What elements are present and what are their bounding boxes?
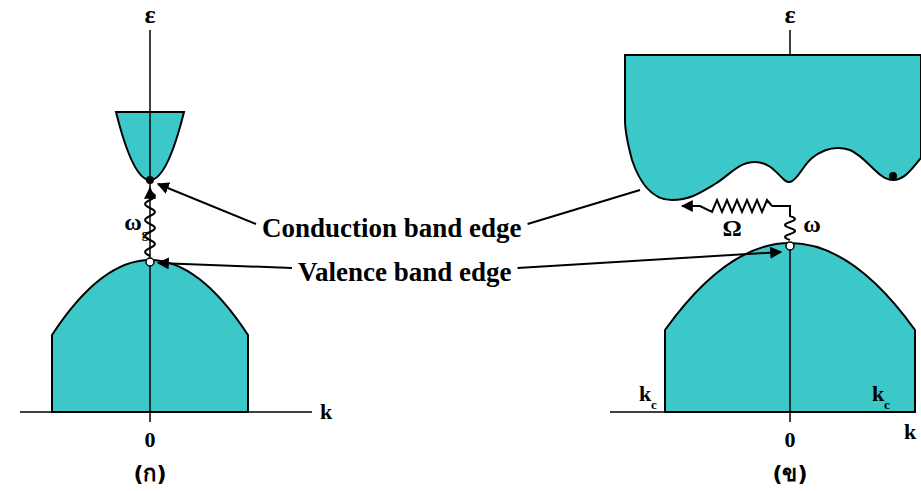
- energy-axis: [149, 30, 151, 422]
- photon-arrow: [145, 188, 155, 256]
- energy-axis: [789, 246, 791, 422]
- axis-label: k: [320, 401, 332, 423]
- energy-symbol: ε: [144, 2, 155, 28]
- phonon-symbol: Ω: [722, 216, 741, 240]
- frequency-symbol: ω: [124, 210, 142, 234]
- leader-line: [528, 190, 640, 224]
- wavevector-symbol: k: [872, 383, 884, 405]
- band-label: Conduction band edge: [262, 215, 522, 242]
- axis-origin: 0: [785, 429, 796, 451]
- energy-axis: [789, 30, 791, 54]
- panel-tag: (ข): [772, 463, 807, 485]
- hole-dot: [786, 242, 794, 250]
- axis-label: k: [904, 421, 916, 443]
- photon-arrow: [772, 206, 795, 240]
- k-axis: [20, 411, 312, 413]
- phonon-arrow: [682, 200, 772, 212]
- leader-line: [518, 252, 781, 268]
- conduction-band: [625, 55, 921, 200]
- band-label: Valence band edge: [298, 259, 512, 286]
- electron-dot: [889, 172, 897, 180]
- subscript: c: [651, 398, 657, 411]
- panel-tag: (ก): [133, 463, 166, 485]
- frequency-symbol: ω: [803, 212, 821, 236]
- energy-symbol: ε: [784, 2, 795, 28]
- subscript: g: [142, 227, 149, 240]
- electron-dot: [146, 176, 154, 184]
- hole-dot: [146, 258, 154, 266]
- k-axis: [610, 411, 900, 413]
- leader-line: [158, 184, 256, 224]
- wavevector-symbol: k: [639, 383, 651, 405]
- axis-origin: 0: [145, 429, 156, 451]
- leader-line: [158, 263, 292, 268]
- subscript: c: [884, 398, 890, 411]
- leader-lines: [158, 184, 781, 268]
